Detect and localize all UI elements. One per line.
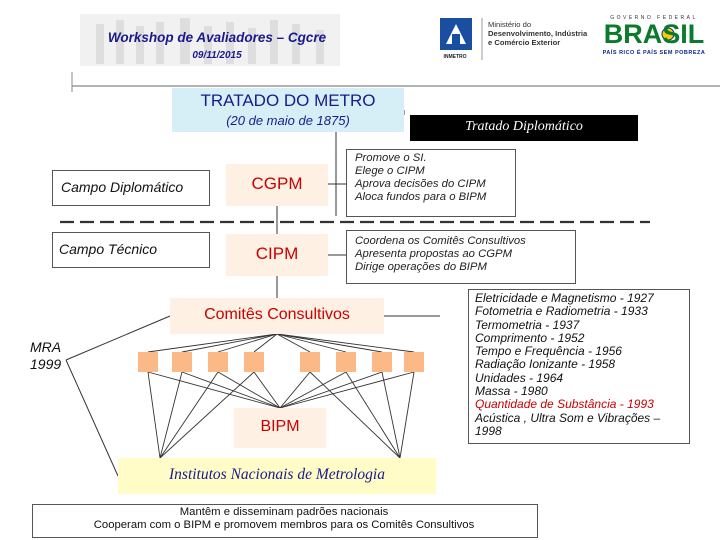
campo-tecnico-box: Campo Técnico: [52, 232, 210, 268]
comite-list-item: Fotometria e Radiometria - 1933: [475, 304, 648, 319]
ministerio-logo-text: Ministério do Desenvolvimento, Indústria…: [488, 20, 588, 47]
cgpm-desc-line: Promove o SI.: [355, 152, 427, 164]
comite-square: [372, 352, 392, 372]
comite-list-item: Massa - 1980: [475, 384, 548, 399]
header-graphics: [71, 14, 720, 92]
cipm-desc-line: Dirige operações do BIPM: [355, 261, 487, 273]
brasil-top-text: GOVERNO FEDERAL: [610, 15, 698, 21]
comite-square: [244, 352, 264, 372]
comite-list-item: Comprimento - 1952: [475, 330, 585, 345]
campo-diplomatico-label: Campo Diplomático: [61, 179, 184, 195]
mra-year: 1999: [30, 356, 62, 372]
bipm-label: BIPM: [260, 418, 300, 435]
campo-tecnico-label: Campo Técnico: [59, 241, 158, 257]
mra-label: MRA 1999: [30, 339, 66, 379]
inmetro-logo-label: INMETRO: [443, 54, 467, 60]
institutos-desc-line: Mantêm e disseminam padrões nacionais: [179, 506, 389, 518]
cipm-label: CIPM: [255, 244, 299, 263]
tratado-date: (20 de maio de 1875): [226, 113, 350, 128]
workshop-date: 09/11/2015: [192, 50, 242, 61]
cipm-desc-line: Apresenta propostas ao CGPM: [355, 248, 512, 260]
comites-consultivos-label: Comitês Consultivos: [204, 306, 350, 323]
institutos-box: [118, 458, 436, 494]
ministerio-line: Desenvolvimento, Indústria: [488, 29, 588, 38]
comite-square: [208, 352, 228, 372]
cipm-desc-line: Coordena os Comitês Consultivos: [355, 235, 526, 247]
comite-square: [336, 352, 356, 372]
comite-list-item: Tempo e Frequência - 1956: [475, 344, 622, 359]
institutos-desc-line: Cooperam com o BIPM e promovem membros p…: [93, 519, 475, 531]
brasil-slogan: PAÍS RICO É PAÍS SEM POBREZA: [602, 50, 706, 56]
comite-list-item: Termometria - 1937: [475, 317, 580, 332]
institutos-description-box: [32, 504, 538, 538]
tratado-box: [172, 88, 404, 132]
comite-square: [138, 352, 158, 372]
cgpm-box: CGPM: [226, 164, 328, 206]
campo-diplomatico-box: Campo Diplomático: [52, 170, 210, 206]
ministerio-line: Ministério do: [488, 20, 532, 29]
comite-square: [172, 352, 192, 372]
comite-list-item: Radiação Ionizante - 1958: [475, 357, 616, 372]
comite-square: [404, 352, 424, 372]
institutos-label: Institutos Nacionais de Metrologia: [169, 466, 385, 483]
institutos-description: Mantêm e disseminam padrões nacionais Co…: [32, 506, 536, 532]
workshop-title: Workshop de Avaliadores – Cgcre: [107, 30, 327, 45]
comite-list-item: Unidades - 1964: [475, 370, 564, 385]
comite-list-item: Acústica , Ultra Som e Vibrações –: [475, 410, 661, 425]
cgpm-label: CGPM: [251, 174, 303, 193]
cgpm-desc-line: Elege o CIPM: [355, 165, 425, 177]
cgpm-desc-line: Aprova decisões do CIPM: [355, 178, 486, 190]
brasil-logo-word: BRASIL: [603, 19, 705, 49]
comites-consultivos-box: [170, 298, 384, 334]
tratado-title: TRATADO DO METRO: [200, 91, 376, 110]
cipm-box: CIPM: [226, 234, 328, 276]
mra-line: MRA: [30, 339, 62, 355]
bipm-box: [234, 408, 326, 448]
tratado-diplomatico-label: Tratado Diplomático: [465, 119, 583, 134]
cipm-description-box: Coordena os Comitês Consultivos Apresent…: [346, 230, 576, 284]
cgpm-description-box: Promove o SI. Elege o CIPM Aprova decisõ…: [346, 149, 516, 217]
tratado-diplomatico-box: [410, 115, 638, 141]
comite-list-item: Quantidade de Substância - 1993: [475, 397, 654, 412]
comite-list-item: 1998: [475, 423, 502, 438]
comite-square: [300, 352, 320, 372]
comite-list-item: Eletricidade e Magnetismo - 1927: [475, 291, 654, 305]
cgpm-desc-line: Aloca fundos para o BIPM: [355, 191, 487, 203]
ministerio-line: e Comércio Exterior: [488, 38, 561, 47]
